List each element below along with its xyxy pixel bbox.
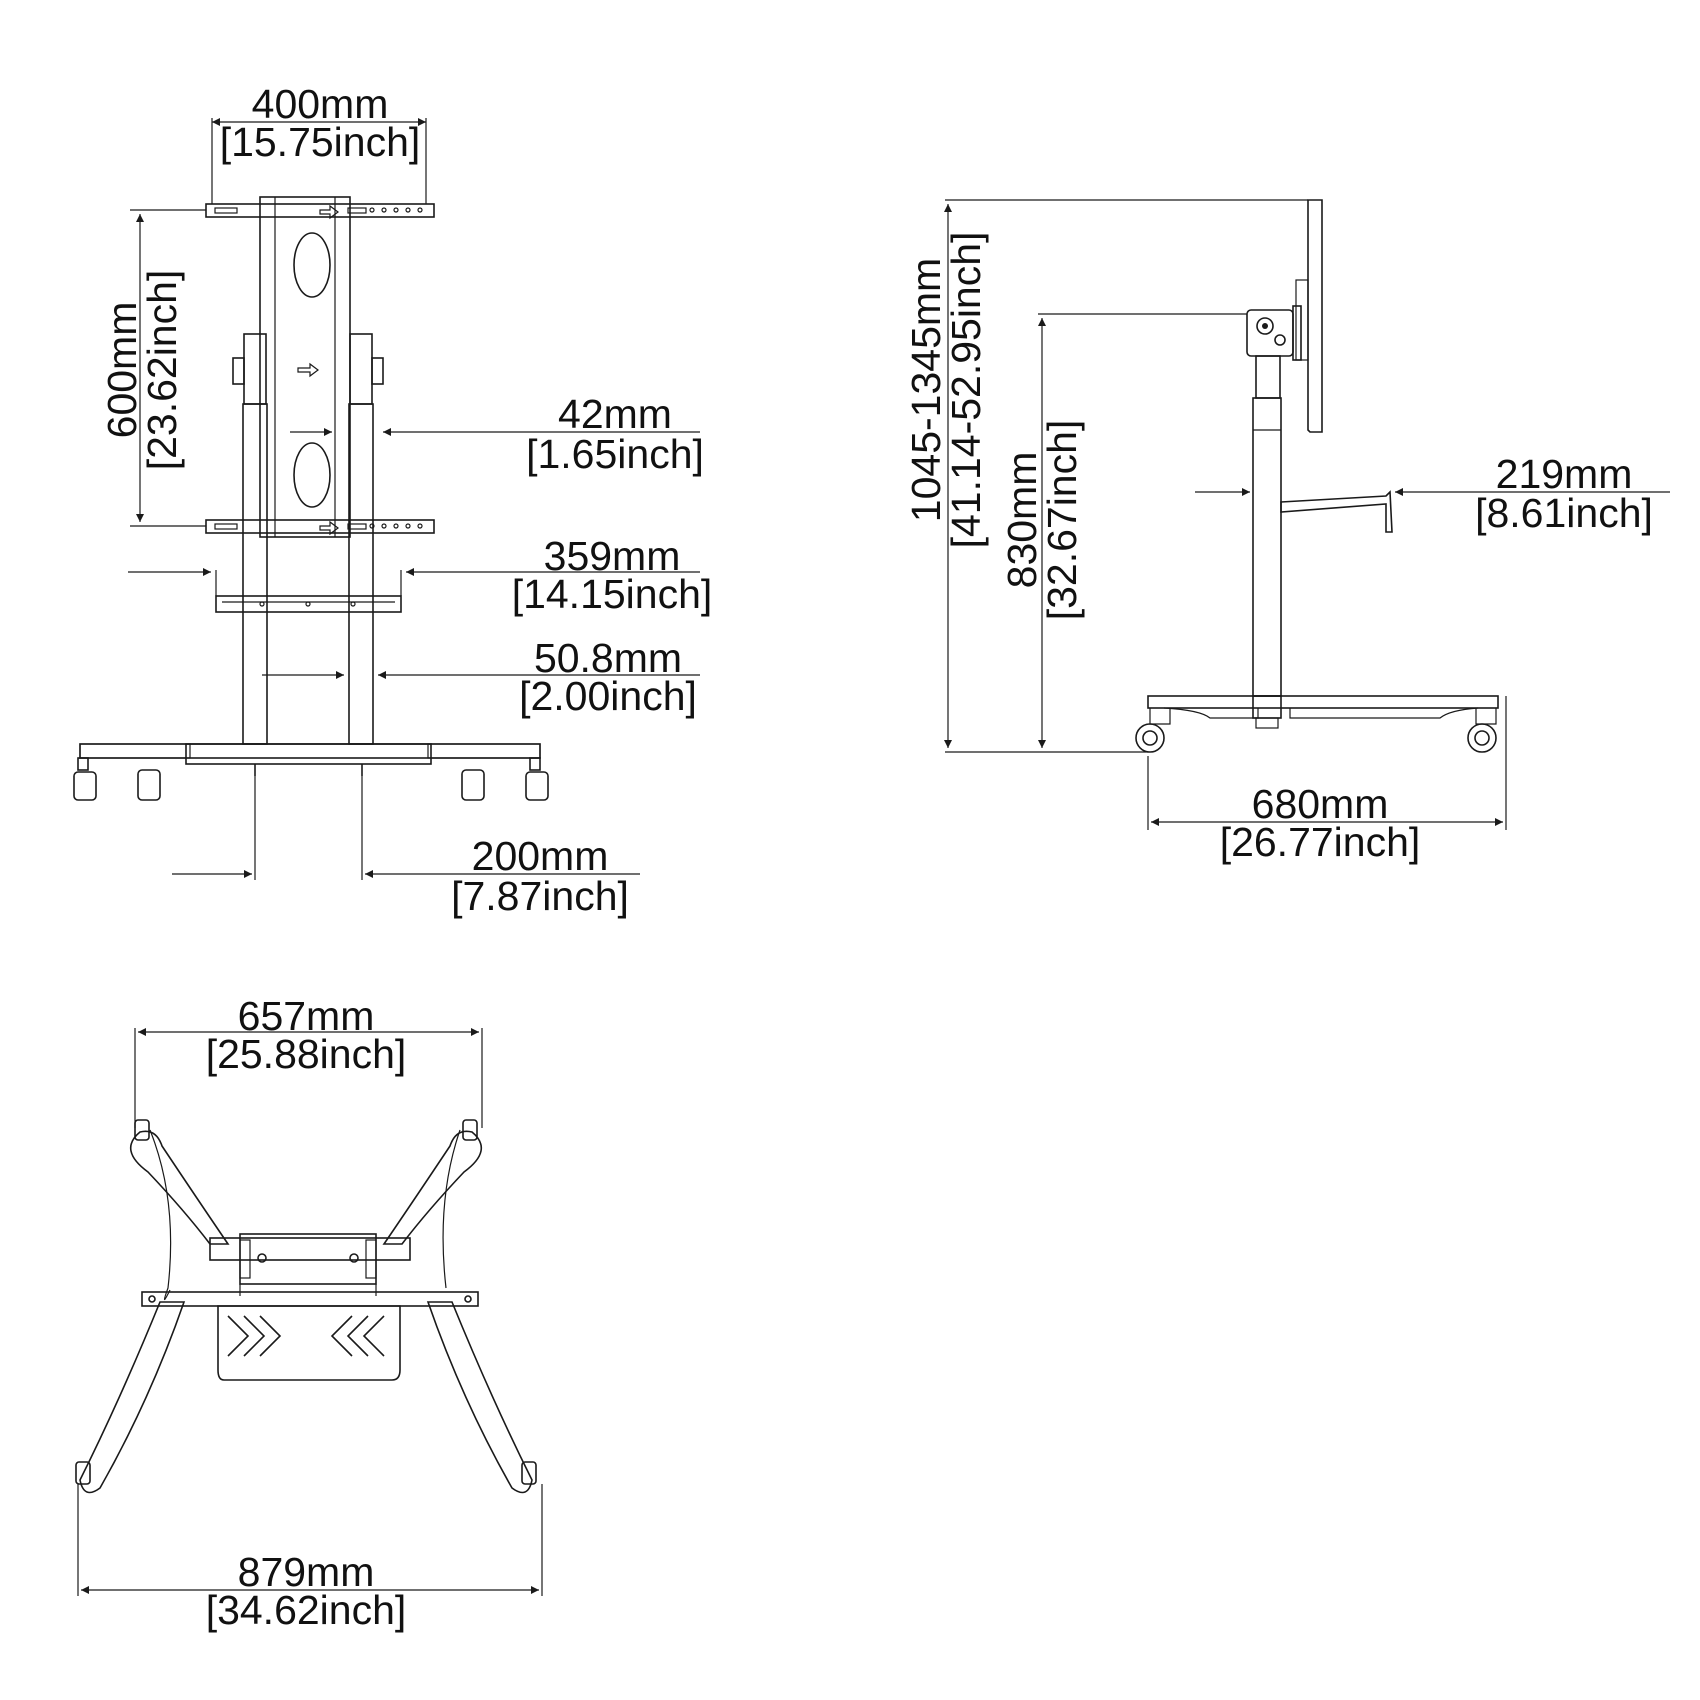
top-view-shelf [217,1305,401,1381]
top-view: 657mm [25.88inch] 879mm [34.62inch] [75,993,543,1633]
dim-column-gap-inch: [1.65inch] [526,431,704,477]
dim-base-depth-inch: [26.77inch] [1220,819,1421,865]
side-shelf [1280,490,1393,533]
dim-base-depth-mm: 680mm [1252,781,1389,827]
dim-column-spacing-inch: [7.87inch] [451,873,629,919]
dim-base-width-inch: [34.62inch] [206,1587,407,1633]
dim-shelf-depth-mm: 219mm [1496,451,1633,497]
top-view-plate [141,1291,479,1307]
front-view: 400mm [15.75inch] 600mm [23.62inch] 42mm… [73,81,712,919]
dim-base-width: 879mm [34.62inch] [77,1484,543,1633]
dim-column-spacing-mm: 200mm [472,833,609,879]
dim-bracket-height: 600mm [23.62inch] [99,209,206,527]
dim-column-size-inch: [2.00inch] [519,673,697,719]
dim-shelf-depth-inch: [8.61inch] [1475,490,1653,536]
casters [73,757,549,801]
dim-column-gap: 42mm [1.65inch] [290,391,704,477]
side-wheels [1135,708,1497,753]
side-base [1147,695,1499,729]
tilt-bracket [1246,305,1302,361]
dim-bracket-height-side: 830mm [32.67inch] [999,313,1247,748]
dim-total-height-mm: 1045-1345mm [903,258,949,522]
column-clamps [232,333,384,405]
dim-shelf-width-inch: [14.15inch] [512,571,713,617]
dim-total-height: 1045-1345mm [41.14-52.95inch] [903,199,1308,753]
dim-bracket-height-side-inch: [32.67inch] [1039,420,1085,621]
side-column [1252,355,1282,697]
dim-shelf-depth: 219mm [8.61inch] [1195,451,1670,536]
dim-bracket-height-inch: [23.62inch] [139,270,185,471]
dim-column-gap-mm: 42mm [558,391,672,437]
dim-top-view-width-mm: 657mm [238,993,375,1039]
dim-bracket-height-side-mm: 830mm [999,452,1045,589]
dim-total-height-inch: [41.14-52.95inch] [943,232,989,549]
side-view: 1045-1345mm [41.14-52.95inch] 830mm [32.… [903,199,1670,865]
top-view-clamp [209,1233,411,1296]
columns [242,403,374,745]
dim-top-view-width: 657mm [25.88inch] [134,993,483,1128]
dim-bracket-height-mm: 600mm [99,302,145,439]
dim-top-width: 400mm [15.75inch] [211,81,427,204]
dim-top-view-width-inch: [25.88inch] [206,1031,407,1077]
dim-column-size: 50.8mm [2.00inch] [262,635,700,719]
dim-column-spacing: 200mm [7.87inch] [172,776,640,919]
dim-column-size-mm: 50.8mm [534,635,682,681]
dim-base-width-mm: 879mm [238,1549,375,1595]
dim-base-depth: 680mm [26.77inch] [1147,696,1507,865]
center-plate [259,196,351,538]
top-view-legs [79,1129,533,1494]
top-view-casters [75,1119,537,1485]
shelf [215,595,402,613]
dim-shelf-width-mm: 359mm [544,533,681,579]
dim-top-width-mm: 400mm [252,81,389,127]
dim-top-width-inch: [15.75inch] [220,119,421,165]
display-panel [1295,199,1323,433]
dim-shelf-width: 359mm [14.15inch] [128,533,712,617]
base [79,743,541,776]
